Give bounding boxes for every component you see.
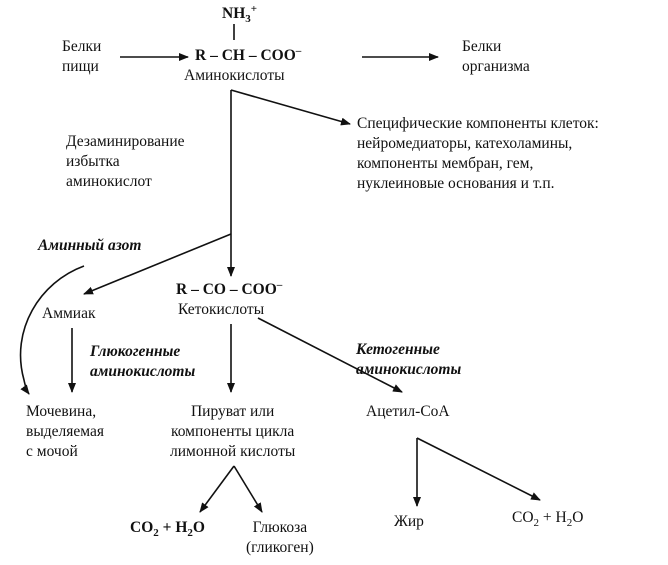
fat-label: Жир (394, 513, 424, 530)
amine-nitrogen-label: Аминный азот (38, 237, 142, 254)
acetyl-coa-label: Ацетил-CoA (366, 403, 450, 420)
co2-h2o-right: CO2 + H2O (512, 509, 584, 530)
arrow-amino-to-specific (230, 89, 351, 126)
nh3-group: NH3+ (222, 2, 258, 26)
ammonia-label: Аммиак (42, 305, 96, 322)
arrow-curve-to-urea (19, 265, 85, 395)
arrow-to-ammonia (83, 233, 232, 295)
amino-acids-label: Аминокислоты (184, 67, 285, 84)
arrow-acetyl-to-co2 (416, 437, 541, 501)
arrow-pyruvate-to-glucose (233, 465, 263, 513)
food-proteins-label: Белки пищи (62, 38, 102, 75)
arrow-pyruvate-to-co2 (199, 465, 235, 513)
glucogenic-label: Глюкогенные аминокислоты (90, 343, 196, 380)
arrow-keto-to-acetyl (257, 317, 403, 393)
glucose-label: Глюкоза (гликоген) (246, 519, 314, 556)
deamination-label: Дезаминирование избытка аминокислот (66, 133, 185, 190)
co2-h2o-left: CO2 + H2O (130, 519, 205, 540)
pyruvate-label: Пируват или компоненты цикла лимонной ки… (170, 403, 296, 460)
ketogenic-label: Кетогенные аминокислоты (356, 341, 462, 378)
keto-acid-formula: R – CO – COO– (176, 278, 283, 298)
specific-components-label: Специфические компоненты клеток: нейроме… (357, 115, 599, 192)
body-proteins-label: Белки организма (462, 38, 530, 75)
amino-acid-formula: R – CH – COO– (195, 44, 302, 64)
keto-acids-label: Кетокислоты (178, 301, 265, 318)
urea-label: Мочевина, выделяемая с мочой (26, 403, 104, 460)
